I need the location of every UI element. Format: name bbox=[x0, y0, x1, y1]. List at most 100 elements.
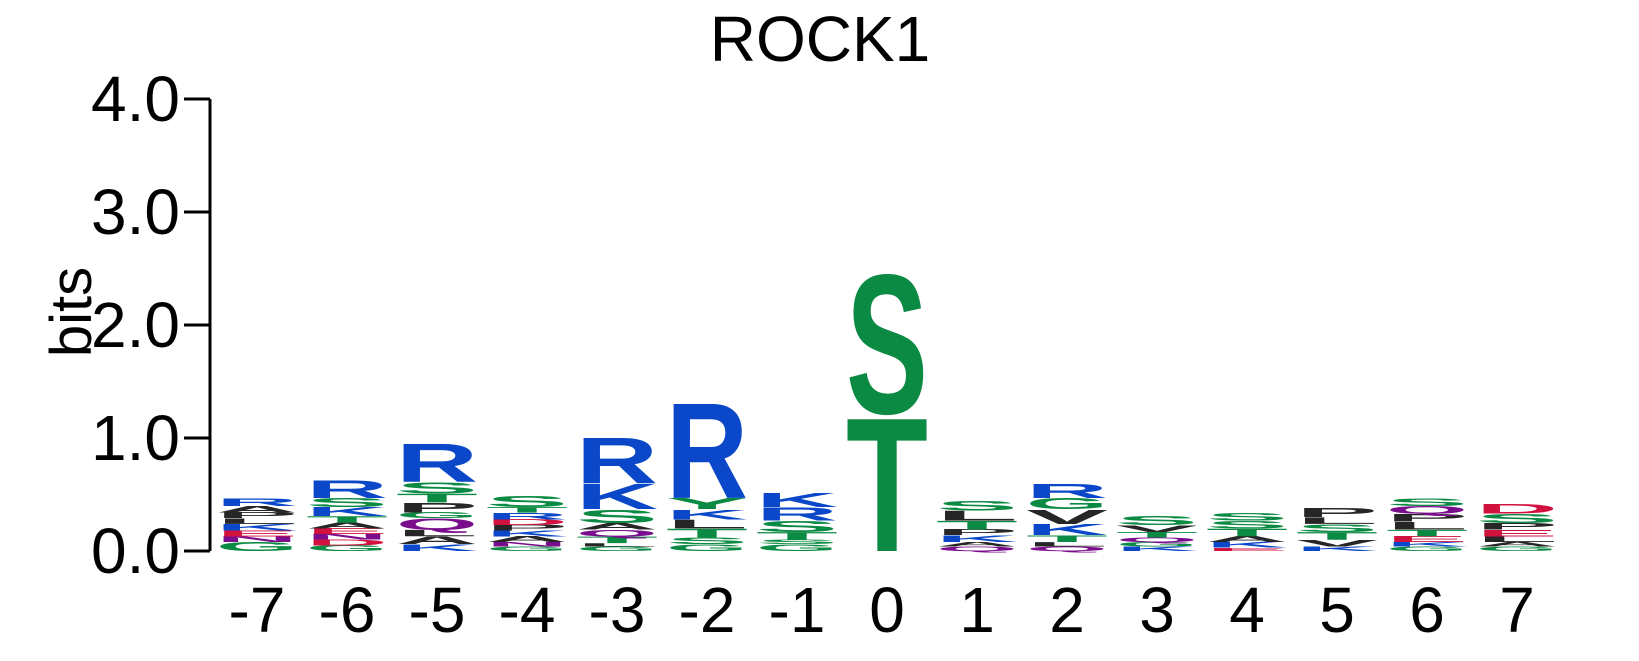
logo-letter: S bbox=[936, 498, 1018, 514]
logo-letter: T bbox=[1206, 527, 1288, 539]
logo-letter: R bbox=[396, 432, 478, 494]
logo-letter: L bbox=[1386, 520, 1468, 532]
logo-letter: V bbox=[1296, 538, 1378, 548]
logo-letter: A bbox=[576, 521, 658, 532]
logo-letter: T bbox=[666, 526, 748, 540]
logo-letter: S bbox=[486, 493, 568, 511]
y-axis-label: bits bbox=[39, 267, 104, 357]
logo-letter: K bbox=[1116, 545, 1198, 552]
logo-letter: N bbox=[306, 533, 388, 542]
x-tick-label: 3 bbox=[1139, 574, 1175, 646]
logo-letter: D bbox=[306, 538, 388, 547]
logo-letter: Q bbox=[396, 515, 478, 532]
logo-letter: V bbox=[1026, 505, 1108, 528]
logo-letter: S bbox=[1206, 511, 1288, 523]
x-tick-label: 1 bbox=[959, 574, 995, 646]
logo-letter: T bbox=[936, 518, 1018, 532]
logo-letter: R bbox=[666, 374, 748, 527]
logo-letter: E bbox=[306, 527, 388, 536]
logo-letter: R bbox=[1026, 480, 1108, 503]
logo-letter: R bbox=[216, 496, 298, 508]
logo-letter: S bbox=[1206, 519, 1288, 531]
y-tick-label: 0.0 bbox=[91, 515, 180, 587]
logo-letter: S bbox=[756, 539, 838, 546]
logo-letter: P bbox=[216, 511, 298, 520]
logo-letter: S bbox=[1296, 522, 1378, 534]
x-tick-label: -3 bbox=[589, 574, 646, 646]
logo-letter: A bbox=[216, 504, 298, 515]
x-tick-label: -2 bbox=[679, 574, 736, 646]
logo-letter: G bbox=[486, 545, 568, 552]
logo-letter: A bbox=[1476, 541, 1558, 548]
x-tick-label: 4 bbox=[1229, 574, 1265, 646]
y-tick-label: 3.0 bbox=[91, 176, 180, 248]
logo-letter: A bbox=[396, 534, 478, 546]
logo-letter: K bbox=[306, 505, 388, 519]
logo-stacks: GNEKLPARGDNEATKSRKALQGPTSRGNAKPDRTSGLTQA… bbox=[216, 234, 1558, 593]
logo-letter: S bbox=[666, 536, 748, 546]
y-tick-label: 1.0 bbox=[91, 402, 180, 474]
logo-letter: R bbox=[486, 511, 568, 522]
logo-letter: L bbox=[936, 508, 1018, 524]
x-tick-label: -5 bbox=[409, 574, 466, 646]
logo-letter: S bbox=[756, 518, 838, 536]
logo-letter: G bbox=[756, 542, 838, 553]
logo-letter: S bbox=[1386, 496, 1468, 508]
logo-letter: L bbox=[216, 517, 298, 526]
chart-title: ROCK1 bbox=[710, 3, 931, 75]
y-tick-label: 2.0 bbox=[91, 289, 180, 361]
logo-letter: K bbox=[1206, 541, 1288, 550]
logo-letter: G bbox=[666, 542, 748, 553]
logo-letter: K bbox=[576, 477, 658, 517]
logo-letter: T bbox=[576, 535, 658, 545]
logo-letter: T bbox=[1116, 530, 1198, 539]
logo-letter: K bbox=[1386, 541, 1468, 548]
logo-letter: P bbox=[936, 528, 1018, 537]
logo-letter: K bbox=[936, 534, 1018, 545]
logo-letter: L bbox=[1026, 541, 1108, 548]
logo-letter: P bbox=[1476, 521, 1558, 531]
logo-letter: E bbox=[1206, 547, 1288, 552]
logo-letter: A bbox=[306, 521, 388, 530]
logo-letter: E bbox=[216, 529, 298, 538]
logo-letter: Q bbox=[1026, 545, 1108, 552]
x-tick-label: 7 bbox=[1499, 574, 1535, 646]
logo-letter: S bbox=[1116, 514, 1198, 528]
logo-letter: Q bbox=[1386, 504, 1468, 516]
logo-letter: T bbox=[1296, 530, 1378, 542]
y-axis-ticks: 0.01.02.03.04.0 bbox=[91, 63, 210, 587]
x-tick-label: -7 bbox=[229, 574, 286, 646]
logo-letter: G bbox=[1386, 545, 1468, 552]
x-tick-label: 5 bbox=[1319, 574, 1355, 646]
logo-letter: G bbox=[576, 545, 658, 552]
logo-letter: P bbox=[1386, 512, 1468, 524]
logo-letter: R bbox=[756, 504, 838, 525]
logo-letter: R bbox=[306, 476, 388, 504]
logo-letter: Q bbox=[936, 545, 1018, 552]
logo-letter: P bbox=[1296, 506, 1378, 520]
logo-letter: T bbox=[846, 378, 928, 592]
logo-letter: T bbox=[396, 491, 478, 505]
logo-letter: E bbox=[1476, 528, 1558, 538]
logo-letter: K bbox=[1026, 521, 1108, 538]
logo-letter: N bbox=[216, 535, 298, 544]
logo-letter: G bbox=[216, 540, 298, 554]
x-tick-label: 0 bbox=[869, 574, 905, 646]
logo-letter: S bbox=[576, 506, 658, 527]
logo-letter: P bbox=[486, 524, 568, 533]
logo-letter: L bbox=[666, 517, 748, 531]
logo-letter: L bbox=[396, 528, 478, 538]
x-tick-label: 2 bbox=[1049, 574, 1085, 646]
logo-letter: T bbox=[306, 514, 388, 524]
